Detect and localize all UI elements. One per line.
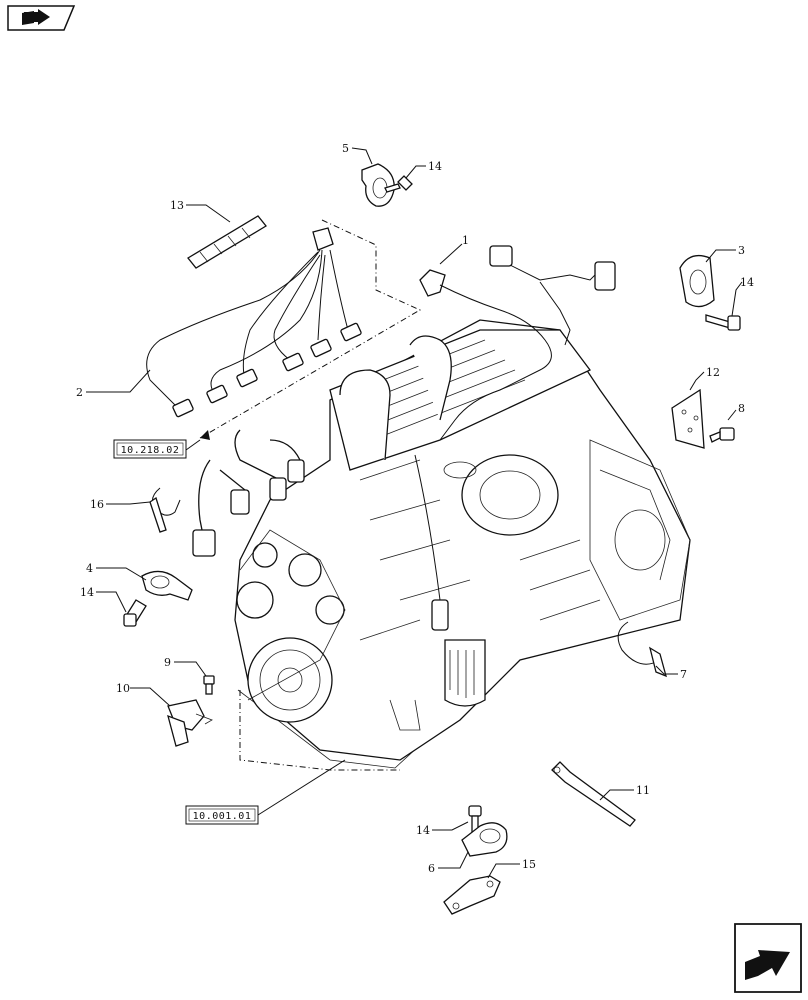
part-12-bracket <box>671 388 705 449</box>
leader-lines <box>86 147 743 879</box>
part-8-bolt <box>709 427 735 443</box>
part-13-connector-strip <box>187 215 267 269</box>
reference-box-10-218-02[interactable]: 10.218.02 <box>113 439 187 459</box>
callout-11: 11 <box>636 784 650 797</box>
part-14-bolt-left <box>123 599 147 627</box>
callout-10: 10 <box>116 682 130 695</box>
high-pressure-pipes <box>192 335 452 557</box>
engine-block <box>234 319 691 771</box>
part-14-bolt-right <box>705 314 741 331</box>
part-11-strap <box>551 761 636 827</box>
part-7-cable-tie <box>617 621 667 678</box>
callout-3: 3 <box>738 244 745 257</box>
callout-4: 4 <box>86 562 93 575</box>
callout-2: 2 <box>76 386 83 399</box>
callout-7: 7 <box>680 668 687 681</box>
callout-5: 5 <box>342 142 349 155</box>
callout-8: 8 <box>738 402 745 415</box>
book-arrow-icon[interactable] <box>7 5 76 31</box>
callout-6: 6 <box>428 862 435 875</box>
part-14-bolt-top <box>384 175 413 193</box>
reference-label-b[interactable]: 10.001.01 <box>193 811 252 822</box>
callout-1: 1 <box>462 234 469 247</box>
reference-label-a[interactable]: 10.218.02 <box>121 445 180 456</box>
callout-14b: 14 <box>740 276 754 289</box>
part-10-sensor <box>167 699 213 747</box>
callout-14a: 14 <box>428 160 442 173</box>
callout-12: 12 <box>706 366 720 379</box>
part-3-clamp <box>679 254 715 308</box>
part-9-screw <box>203 675 215 695</box>
part-2-injector-harness <box>146 219 422 440</box>
callout-9: 9 <box>164 656 171 669</box>
part-5-p-clamp <box>361 163 395 207</box>
part-14-bolt-bottom <box>468 805 482 833</box>
part-16-cable-tie <box>149 487 181 533</box>
reference-box-10-001-01[interactable]: 10.001.01 <box>185 805 259 825</box>
callout-14d: 14 <box>416 824 430 837</box>
part-1-wiring-harness <box>414 245 616 631</box>
part-15-bracket <box>443 875 501 915</box>
callout-13: 13 <box>170 199 184 212</box>
callout-16: 16 <box>90 498 104 511</box>
part-4-clamp <box>141 570 193 601</box>
callout-labels: 1 2 3 4 5 6 7 8 9 10 11 12 13 14 14 14 1… <box>76 142 754 875</box>
next-page-arrow-icon[interactable] <box>734 923 802 993</box>
callout-15: 15 <box>522 858 536 871</box>
callout-14c: 14 <box>80 586 94 599</box>
part-6-clamp <box>461 822 508 857</box>
